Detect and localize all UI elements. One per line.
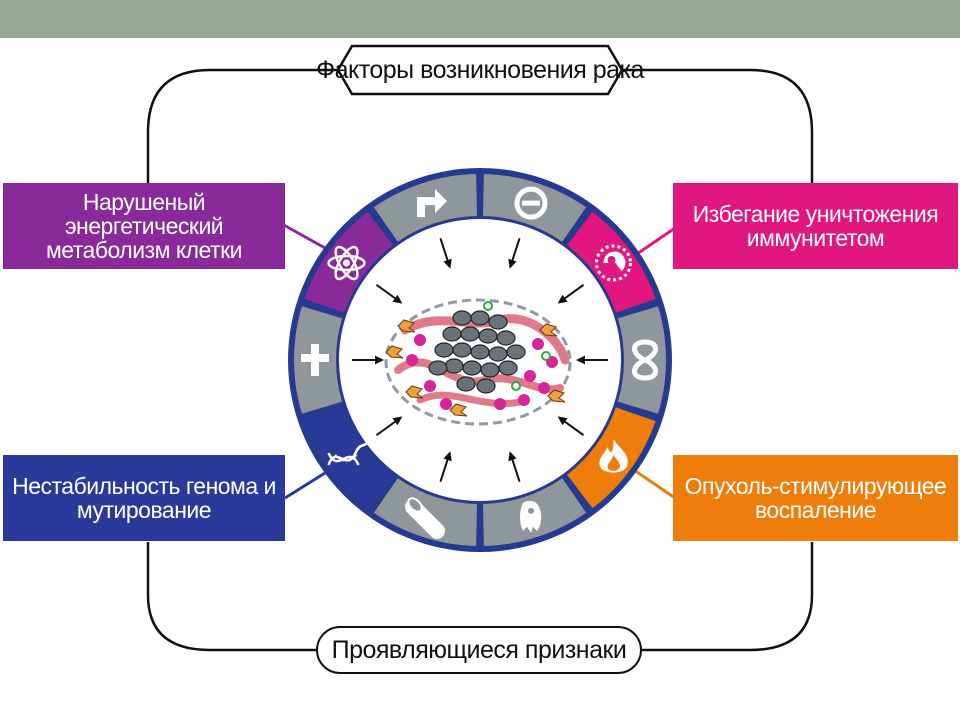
connector-top-left — [281, 222, 326, 250]
bottom-title-pill: Проявляющиеся признаки — [316, 626, 642, 674]
cancer-cell — [506, 344, 526, 360]
dna-icon — [327, 442, 368, 466]
immune-cell — [406, 354, 418, 366]
inward-arrow — [508, 451, 521, 483]
segment-icons — [301, 186, 658, 539]
cancer-cell — [460, 326, 480, 342]
stromal-cell — [449, 403, 468, 417]
stromal-cell — [397, 319, 416, 333]
cancer-cell — [476, 378, 496, 394]
factor-immune-evasion: Избегание уничтожения иммунитетом — [673, 183, 958, 269]
inward-arrow — [439, 451, 452, 483]
stromal-cell — [539, 323, 558, 337]
cancer-cell — [480, 362, 500, 378]
cancer-cell — [434, 342, 454, 358]
cancer-cell — [488, 314, 508, 330]
frame-bottom-left — [146, 542, 318, 652]
inflammatory-cell — [483, 301, 493, 311]
inflammatory-cell — [511, 381, 521, 391]
title-hexagon — [336, 44, 624, 96]
atom-icon — [327, 245, 366, 281]
factor-energy-metabolism: Нарушеный энергетический метаболизм клет… — [3, 183, 285, 269]
inflammatory-cell — [541, 351, 551, 361]
inward-arrow — [576, 355, 608, 365]
immune-cell — [414, 334, 426, 346]
connector-top-right — [633, 224, 679, 258]
ring-segments — [294, 174, 666, 546]
inward-arrow — [557, 416, 585, 437]
frame-top — [146, 68, 340, 183]
cancer-cell — [452, 342, 472, 358]
inward-arrow — [439, 237, 452, 269]
cancer-cell — [462, 360, 482, 376]
inward-arrow — [352, 355, 384, 365]
stromal-cell — [547, 389, 566, 403]
inward-arrow — [375, 416, 403, 437]
title-label: Факторы возникновения рака — [316, 55, 644, 84]
vessel-3 — [416, 391, 524, 408]
frame-bottom-right — [640, 542, 814, 652]
immune-cell — [532, 338, 544, 350]
prohibited-icon — [514, 186, 548, 220]
immune-cell — [494, 398, 506, 410]
frame-top-right — [620, 68, 814, 183]
immune-cell — [538, 382, 550, 394]
factor-inflammation: Опухоль-стимулирующее воспаление — [673, 455, 958, 541]
cancer-cell — [488, 346, 508, 362]
immune-cell — [440, 398, 452, 410]
connector-bottom-left — [284, 471, 326, 500]
cancer-cell — [456, 376, 476, 392]
cancer-cell — [452, 310, 472, 326]
immune-cell — [524, 370, 536, 382]
cross-icon — [301, 344, 329, 376]
immune-cell-icon — [594, 244, 632, 282]
ring-segment — [483, 174, 587, 242]
flame-icon — [599, 438, 628, 473]
connector-bottom-right — [633, 468, 676, 500]
inward-arrow — [375, 283, 403, 304]
tumor-illustration — [384, 298, 572, 426]
factor-genome-instability: Нестабильность генома и мутирование — [3, 455, 285, 541]
inward-arrow — [557, 283, 585, 304]
cell-shape-icon — [519, 500, 542, 533]
immune-cell — [424, 380, 436, 392]
stromal-cell — [405, 385, 424, 399]
stromal-cell — [385, 345, 404, 359]
blood-vessel-icon — [405, 497, 446, 539]
arrow-up-right-icon — [417, 189, 448, 218]
cancer-cell — [442, 326, 462, 342]
immune-cell — [518, 394, 530, 406]
tumor-cells — [385, 301, 566, 417]
cancer-cell — [496, 330, 516, 346]
cancer-cell — [444, 358, 464, 374]
inward-arrows — [352, 237, 608, 483]
cancer-cell — [428, 360, 448, 376]
ring-segment — [373, 174, 477, 242]
cancer-cell — [478, 328, 498, 344]
header-bar — [0, 0, 960, 38]
cancer-cell — [470, 344, 490, 360]
cancer-cell — [470, 310, 490, 326]
infinity-icon — [632, 339, 658, 381]
inward-arrow — [508, 237, 521, 269]
cancer-cell — [498, 360, 518, 376]
